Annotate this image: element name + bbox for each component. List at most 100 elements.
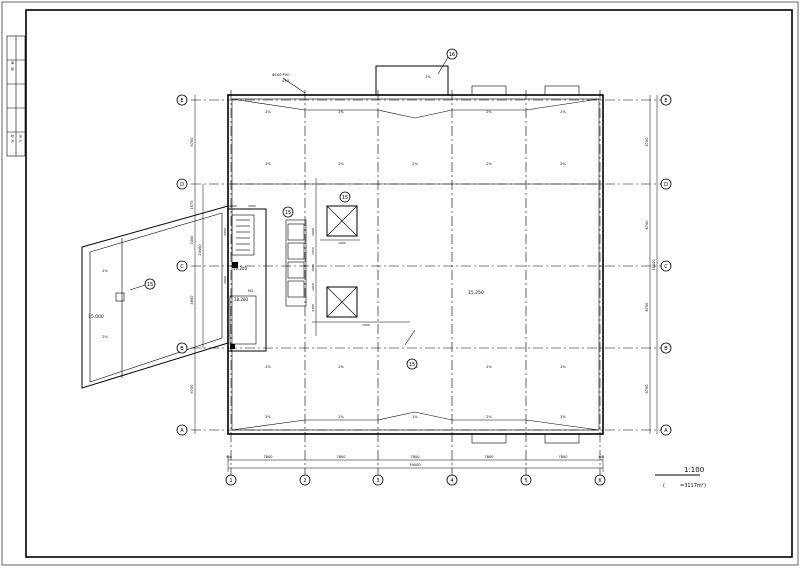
slope-label: 2% xyxy=(338,365,344,369)
ridge-lines xyxy=(231,98,600,431)
slope-label: 2% xyxy=(412,415,418,419)
row-axis-bubble-text: A xyxy=(180,428,184,434)
column-axis-bubble-text: 2 xyxy=(303,478,306,484)
right-dimension: 6700 xyxy=(645,385,649,394)
detail-tag-text: 16 xyxy=(449,52,455,58)
row-axis-bubble-text: B xyxy=(664,346,668,352)
column-axis-bubble-text: 5 xyxy=(524,478,527,484)
column-axis-bubble: 4 xyxy=(446,474,458,486)
slope-label: 2% xyxy=(102,335,108,339)
elevator-shafts xyxy=(285,205,358,318)
row-axis-bubble-text: D xyxy=(180,182,184,188)
title-block-strip: 审 核 校 对 设 计 xyxy=(6,35,26,157)
stair-dimension: 2000 xyxy=(223,276,227,284)
slope-label: 2% xyxy=(560,110,566,114)
detail-tag: 15 xyxy=(144,278,156,290)
right-dimension: 8700 xyxy=(645,221,649,230)
column-axis-bubble: 3 xyxy=(372,474,384,486)
row-axis-bubble-text: E xyxy=(664,98,667,104)
title-block-label: 校 xyxy=(11,133,14,138)
slope-label: 2% xyxy=(425,75,431,79)
slope-label: 2% xyxy=(486,110,492,114)
right-dimension: 6700 xyxy=(645,138,649,147)
detail-tag-text: 15 xyxy=(409,362,415,368)
row-axis-bubble-text: B xyxy=(180,346,184,352)
title-block-label: 审 xyxy=(11,60,14,65)
detail-tag: 15 xyxy=(282,206,294,218)
column-axis-bubble-text: 4 xyxy=(450,478,453,484)
inner-border xyxy=(25,9,793,558)
column-axis-bubble: 6 xyxy=(594,474,606,486)
title-block-label: 设 xyxy=(19,133,22,138)
slope-label: 2% xyxy=(560,415,566,419)
row-axis-bubble: D xyxy=(176,178,188,190)
column-axis-bubble: 5 xyxy=(520,474,532,486)
parapet-boxes xyxy=(375,65,580,444)
row-axis-bubble: B xyxy=(660,342,672,354)
main-roof-outline xyxy=(227,94,604,435)
left-wing xyxy=(81,205,229,389)
slope-label: 2% xyxy=(412,162,418,166)
elevator-dimension: 2000 xyxy=(311,228,315,236)
corridor-dimension: 1200 xyxy=(362,323,370,327)
detail-tag: 15 xyxy=(406,358,418,370)
total-dimension: 39000 xyxy=(409,463,420,467)
bay-dimension: 7800 xyxy=(264,455,273,459)
main-roof-elevation: 15.250 xyxy=(468,290,484,296)
title-block-label: 核 xyxy=(11,66,14,71)
column-axis-bubble: 2 xyxy=(299,474,311,486)
column-axis-bubble: 1 xyxy=(225,474,237,486)
corridor-dimension: 1000 xyxy=(338,241,346,245)
stair-dimension: 2000 xyxy=(223,228,227,236)
row-axis-bubble: A xyxy=(176,424,188,436)
left-dimension: 4600 xyxy=(190,296,194,305)
slope-labels: 2%2%2%2%2%2%2%2%2%2%2%2%2%2%2%2%2%2%2%2%… xyxy=(102,75,566,419)
slope-label: 2% xyxy=(265,365,271,369)
detail-tag-text: 15 xyxy=(147,282,153,288)
row-axis-bubble-text: E xyxy=(180,98,183,104)
slope-label: 2% xyxy=(560,365,566,369)
slope-label: 2% xyxy=(338,110,344,114)
column-axis-bubble-text: 6 xyxy=(598,478,601,484)
wing-elevation: 15.000 xyxy=(88,314,104,320)
area-close-paren: ) xyxy=(704,483,706,489)
title-block-label: 计 xyxy=(19,138,22,143)
left-total-dimension: 20400 xyxy=(198,244,202,255)
detail-tag: 16 xyxy=(446,48,458,60)
elevator-dimension: 1650 xyxy=(311,247,315,255)
stair-roof-elevation: 16.200 xyxy=(233,266,247,271)
edge-dimension: 300 xyxy=(226,455,232,459)
core-dimension: 2000 xyxy=(248,204,256,208)
elevator-dimension: 1650 xyxy=(311,283,315,291)
row-axis-bubble: B xyxy=(176,342,188,354)
row-axis-bubble: D xyxy=(660,178,672,190)
column-axis-bubble-text: 1 xyxy=(229,478,232,484)
slope-label: 2% xyxy=(338,162,344,166)
slope-label: 2% xyxy=(486,162,492,166)
left-dimension: 3300 xyxy=(190,236,194,245)
right-total-dimension: 30800 xyxy=(652,259,656,270)
slope-label: 2% xyxy=(560,162,566,166)
row-axis-bubble-text: D xyxy=(664,182,668,188)
row-axis-bubble-text: A xyxy=(664,428,668,434)
title-block-label: 对 xyxy=(11,138,14,143)
slope-label: 2% xyxy=(265,162,271,166)
slope-label: 2% xyxy=(486,365,492,369)
scale-ratio: 1:100 xyxy=(684,466,704,474)
slope-label: 2% xyxy=(265,110,271,114)
stair-core xyxy=(227,208,267,352)
elevator-dimension: 4300 xyxy=(311,304,315,312)
bay-dimension: 7800 xyxy=(411,455,420,459)
column-axis-labels-bottom: 1 2 3 4 5 6 xyxy=(225,474,606,486)
bay-dimension: 7800 xyxy=(485,455,494,459)
left-dimension: 1670 xyxy=(190,201,194,210)
detail-tag-text: 15 xyxy=(285,210,291,216)
row-axis-bubble: E xyxy=(660,94,672,106)
